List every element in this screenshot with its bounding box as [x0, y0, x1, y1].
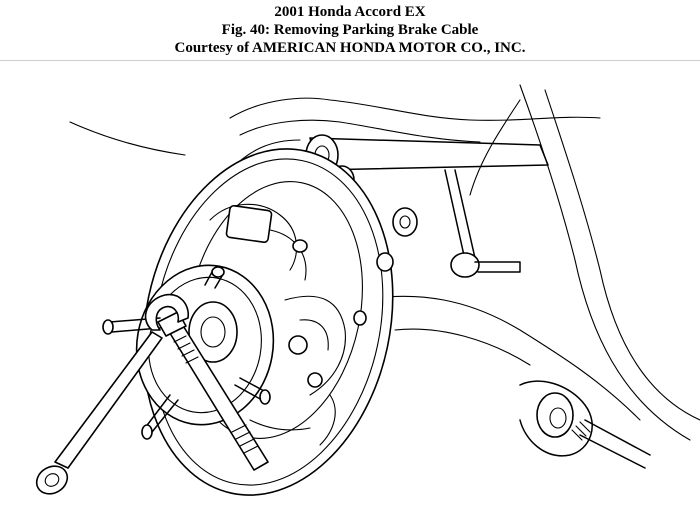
figure-caption: 2001 Honda Accord EX Fig. 40: Removing P…: [0, 0, 700, 57]
wrench-tool: [35, 293, 190, 495]
stabilizer-link: [392, 169, 521, 278]
lug-studs: [102, 266, 271, 440]
bolt-threads: [173, 335, 259, 454]
vehicle-title: 2001 Honda Accord EX: [274, 4, 426, 20]
parking-brake-cable-illustration: [35, 84, 700, 496]
backing-plate-fasteners: [292, 239, 394, 326]
figure-title: Fig. 40: Removing Parking Brake Cable: [221, 22, 479, 38]
courtesy-line: Courtesy of AMERICAN HONDA MOTOR CO., IN…: [174, 40, 526, 56]
header-divider: [0, 60, 700, 61]
lower-arm-bushing: [519, 380, 651, 469]
suspension-frame: [69, 84, 700, 441]
